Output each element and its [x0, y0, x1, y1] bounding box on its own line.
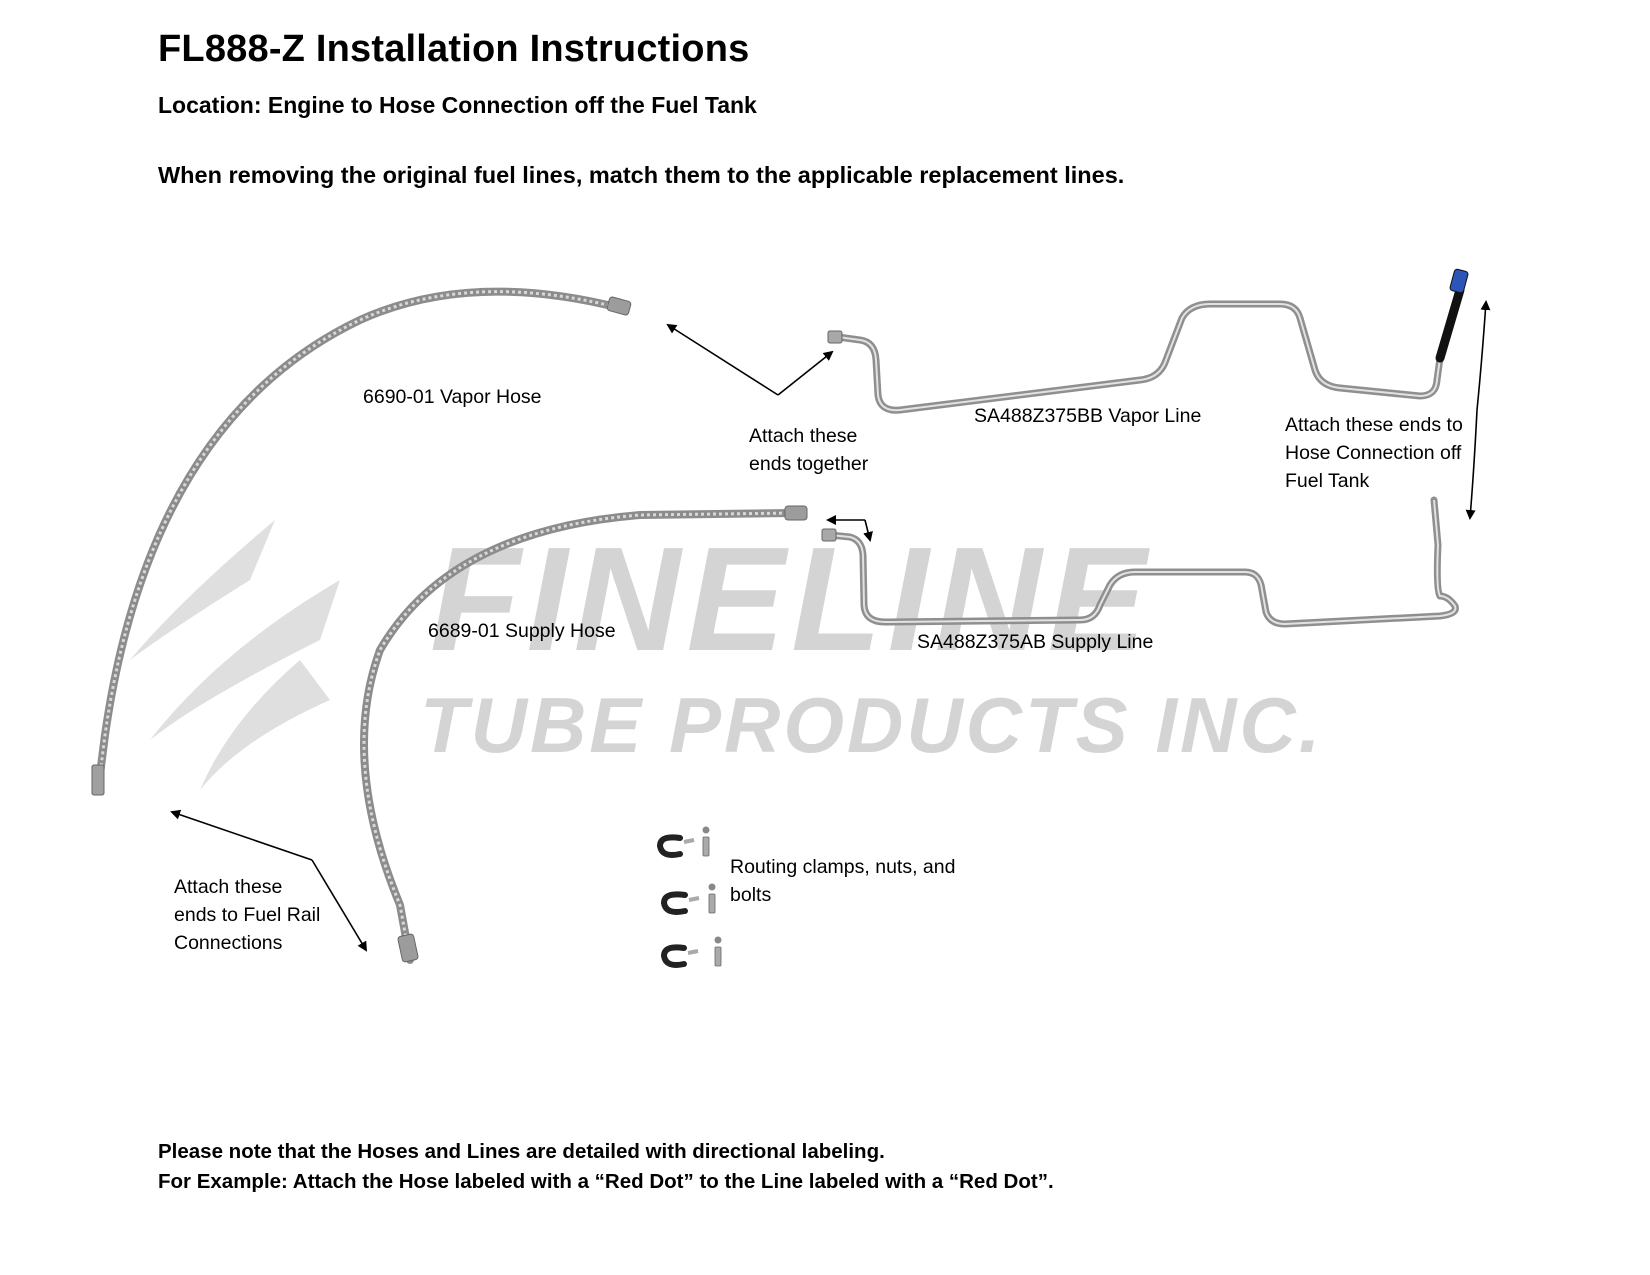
callout-attach-together: Attach these ends together: [749, 422, 868, 478]
bolt-icon: [702, 826, 710, 857]
callout-line: Routing clamps, nuts, and: [730, 856, 956, 878]
callout-line: ends to Fuel Rail: [174, 904, 321, 926]
callout-routing-hardware: Routing clamps, nuts, and bolts: [730, 853, 955, 909]
clamp-icon: [660, 944, 699, 968]
callout-line: Attach these ends to: [1285, 414, 1463, 436]
vapor-hose-label: 6690-01 Vapor Hose: [363, 386, 542, 408]
callout-line: Hose Connection off: [1285, 442, 1462, 464]
callout-line: Attach these: [749, 425, 858, 447]
callout-line: Fuel Tank: [1285, 470, 1370, 492]
arrow-to-supply-hose-rail: [311, 859, 368, 952]
callout-line: ends together: [749, 453, 869, 475]
watermark-company: TUBE PRODUCTS INC.: [420, 681, 1323, 769]
page-title: FL888-Z Installation Instructions: [158, 28, 750, 70]
instruction-text: When removing the original fuel lines, m…: [158, 162, 1125, 188]
arrow-to-tank-vapor: [1476, 300, 1491, 411]
supply-line-SA488Z375AB: [821, 496, 1459, 628]
callout-line: Connections: [174, 932, 283, 954]
callout-line: bolts: [730, 884, 772, 906]
arrow-to-vapor-hose: [666, 323, 779, 396]
supply-hose-6689-01: [360, 505, 808, 964]
callout-attach-fuel-rail: Attach these ends to Fuel Rail Connectio…: [174, 873, 320, 957]
location-subtitle: Location: Engine to Hose Connection off …: [158, 92, 757, 118]
watermark-logo: FINELINE TUBE PRODUCTS INC.: [130, 517, 1323, 790]
callout-attach-tank: Attach these ends to Hose Connection off…: [1285, 411, 1463, 495]
bolt-icon: [708, 883, 716, 914]
clamp-icon: [660, 891, 700, 915]
bolt-icon: [714, 936, 722, 967]
footer-note-2: For Example: Attach the Hose labeled wit…: [158, 1170, 1054, 1193]
supply-line-label: SA488Z375AB Supply Line: [917, 631, 1154, 653]
arrow-to-supply-line: [863, 519, 873, 542]
watermark-brand: FINELINE: [430, 517, 1152, 682]
vapor-hose-6690-01: [91, 287, 632, 796]
clamp-icon: [656, 834, 695, 858]
vapor-line-label: SA488Z375BB Vapor Line: [974, 405, 1202, 427]
supply-hose-label: 6689-01 Supply Hose: [428, 620, 616, 642]
vapor-line-SA488Z375BB: [827, 268, 1469, 414]
routing-hardware: [656, 826, 722, 968]
arrow-to-tank-supply: [1465, 409, 1478, 520]
footer-note-1: Please note that the Hoses and Lines are…: [158, 1140, 885, 1163]
arrow-to-vapor-hose-rail: [170, 809, 313, 861]
watermark-swoosh-icon: [130, 520, 340, 790]
callout-line: Attach these: [174, 876, 283, 898]
arrow-to-vapor-line: [777, 350, 834, 396]
callout-arrows: [170, 300, 1491, 952]
